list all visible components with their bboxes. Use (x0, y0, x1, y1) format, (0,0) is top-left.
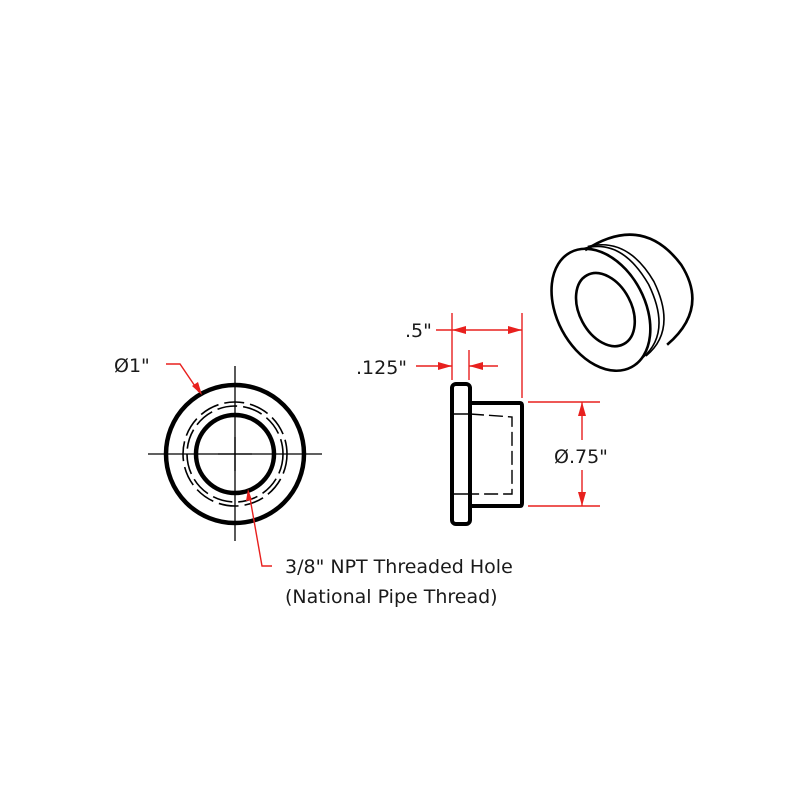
flange-thickness-label: .125" (356, 357, 407, 379)
iso-body-outline (584, 233, 694, 346)
outer-diameter-leader (166, 363, 200, 393)
outer-diameter-label: Ø1" (114, 355, 150, 377)
hole-callout-line2: (National Pipe Thread) (285, 586, 498, 608)
iso-flange-rim (550, 247, 652, 373)
leader-arrow (246, 489, 252, 501)
dimension-arrow (508, 326, 522, 334)
iso-flange-ring (583, 245, 660, 359)
dimension-arrow (452, 326, 466, 334)
hole-callout-line1: 3/8" NPT Threaded Hole (285, 556, 513, 578)
bore-circle (193, 412, 277, 496)
body-outline (470, 401, 524, 508)
iso-flange-ring (587, 243, 665, 357)
side-view: .5" .125" Ø.75" (356, 313, 608, 526)
outer-circle (163, 382, 307, 526)
front-view: Ø1" 3/8" NPT Threaded Hole (National Pip… (114, 355, 513, 608)
thread-circle-outer (182, 401, 288, 507)
leader-arrow (192, 382, 202, 395)
dimension-arrow (578, 402, 586, 416)
iso-view (550, 233, 694, 373)
iso-bore (574, 271, 637, 348)
flange-outline (450, 382, 472, 526)
length-label: .5" (405, 320, 432, 342)
dimension-arrow (578, 492, 586, 506)
dimension-arrow (438, 362, 452, 370)
hole-callout-leader (249, 497, 272, 567)
dimension-arrow (469, 362, 483, 370)
thread-hidden-line (469, 413, 513, 495)
thread-circle-inner (186, 405, 284, 503)
body-diameter-label: Ø.75" (554, 446, 608, 468)
